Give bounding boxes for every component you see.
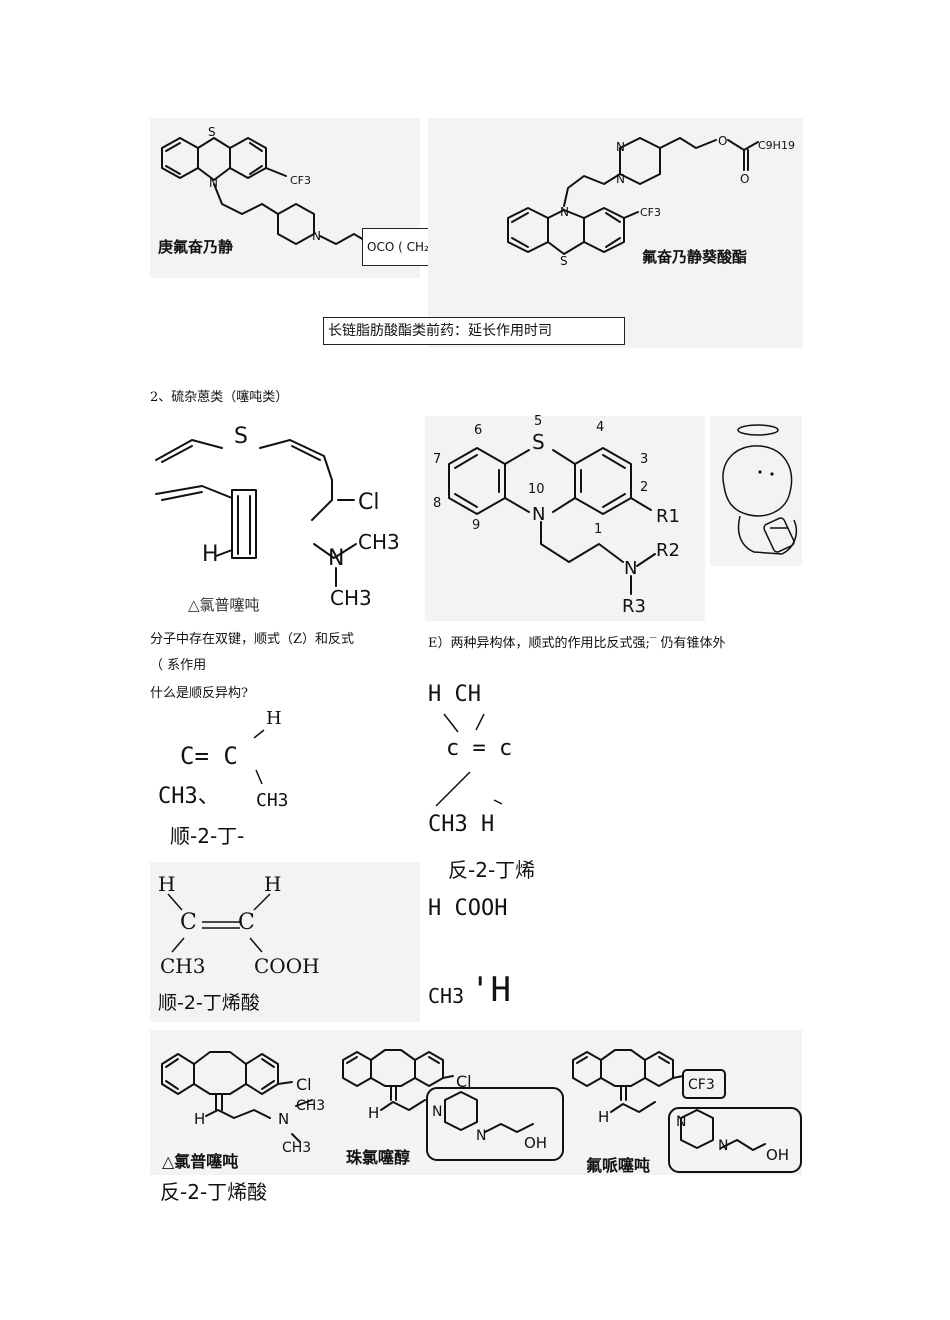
trans-butene-label: 反-2-丁烯 [448, 858, 536, 882]
fluphenazine-enanthate-cf3: CF3 [290, 174, 312, 187]
fluphenazine-enanthate-s: S [208, 125, 216, 139]
zuclopenthixol-name: 珠氯噻醇 [346, 1148, 411, 1167]
phenothiazine-num-2: 2 [640, 480, 649, 495]
zuclopenthixol-n1: N [432, 1104, 443, 1120]
fluphenazine-decanoate-cf3: CF3 [640, 206, 662, 219]
phenothiazine-num-9: 9 [472, 518, 481, 533]
isomer-description-left: 分子中存在双键，顺式（Z）和反式 [150, 632, 355, 647]
phenothiazine-r1: R1 [656, 506, 680, 527]
isomer-description-right: E）两种异构体，顺式的作用比反式强;‾ 仍有锥体外 [428, 636, 726, 651]
chlorprothixene-caption: △氯普噻吨 [188, 596, 260, 614]
chlorprothixene-h: H [202, 542, 219, 567]
zuclopenthixol-n2: N [476, 1128, 487, 1144]
phenothiazine-num-1: 1 [594, 522, 603, 537]
phenothiazine-core-structure [448, 447, 656, 595]
cis-butene-ch3-right: CH3 [256, 790, 289, 811]
cis-butene-label: 顺-2-丁- [170, 824, 245, 848]
cis-butene-h: H [266, 708, 282, 729]
phenothiazine-n2: N [624, 558, 638, 579]
trans-acid-top: H COOH [428, 896, 508, 921]
flupentixol-oh: OH [766, 1146, 790, 1164]
chlorprothixene-structure [161, 1051, 313, 1143]
chlorprothixene-s: S [234, 424, 248, 449]
prodrug-note-box: 长链脂肪酸酯类前药：延长作用时司 [323, 317, 625, 345]
phenothiazine-num-4: 4 [596, 420, 605, 435]
isomer-question: 什么是顺反异构? [150, 686, 248, 701]
chlorprothixene-bottom-name: △氯普噻吨 [162, 1152, 239, 1171]
flupentixol-structure [572, 1049, 802, 1173]
phenothiazine-num-6: 6 [474, 423, 483, 438]
trans-acid-ch3: CH3 [428, 984, 465, 1008]
chlorprothixene-fragment [155, 439, 357, 587]
trans-butene-bonds [435, 713, 503, 807]
phenothiazine-s: S [532, 430, 545, 454]
trans-butene-bottom: CH3 H [428, 812, 495, 837]
trans-butene-cc: c = c [446, 736, 513, 761]
fluphenazine-decanoate-n3: N [560, 205, 569, 219]
cis-acid-label: 顺-2-丁烯酸 [158, 992, 260, 1014]
chlorprothixene-bottom-ch3a: CH3 [296, 1098, 326, 1114]
fluphenazine-enanthate-structure [161, 137, 365, 245]
fluphenazine-decanoate-n2: N [616, 172, 625, 186]
cis-acid-h1: H [158, 872, 176, 896]
chlorprothixene-cl: Cl [358, 490, 380, 515]
phenothiazine-num-8: 8 [433, 496, 442, 511]
phenothiazine-r3: R3 [622, 596, 646, 617]
fluphenazine-enanthate-n: N [209, 176, 218, 190]
chlorprothixene-bottom-ch3b: CH3 [282, 1140, 312, 1156]
chlorprothixene-ch3-a: CH3 [358, 530, 400, 554]
fluphenazine-decanoate-figure [428, 118, 803, 348]
chlorprothixene-ch3-b: CH3 [330, 586, 372, 610]
phenothiazine-num-3: 3 [640, 452, 649, 467]
fluphenazine-decanoate-o2: O [740, 172, 750, 186]
fluphenazine-decanoate-name: 氟奋乃静葵酸酯 [642, 248, 748, 266]
chlorprothixene-bottom-cl: Cl [296, 1075, 312, 1094]
trans-acid-h: 'H [470, 970, 511, 1010]
fluphenazine-decanoate-s: S [560, 254, 568, 268]
flupentixol-name: 氟哌噻吨 [586, 1156, 651, 1175]
phenothiazine-n: N [532, 504, 546, 525]
isomer-description-left-2: （ 系作用 [150, 658, 207, 673]
phenothiazine-num-5: 5 [534, 414, 543, 429]
flupentixol-cf3: CF3 [688, 1077, 715, 1093]
phenothiazine-r2: R2 [656, 540, 680, 561]
cis-butene-bonds [253, 729, 265, 785]
trans-butene-top: H CH [428, 682, 481, 707]
cis-acid-c1: C [180, 910, 197, 935]
cis-acid-h2: H [264, 872, 282, 896]
chlorprothixene-n: N [328, 546, 345, 571]
flupentixol-n2: N [718, 1138, 729, 1154]
cis-acid-ch3: CH3 [160, 954, 206, 978]
zuclopenthixol-cl: Cl [456, 1072, 472, 1091]
zuclopenthixol-structure [342, 1049, 564, 1161]
fluphenazine-decanoate-structure [507, 137, 759, 255]
phenothiazine-num-7: 7 [433, 452, 442, 467]
trans-acid-label: 反-2-丁烯酸 [160, 1180, 268, 1204]
flupentixol-n1: N [676, 1114, 687, 1130]
baby-cartoon-illustration [722, 424, 798, 555]
cis-acid-figure [150, 862, 420, 1022]
zuclopenthixol-oh: OH [524, 1134, 548, 1152]
fluphenazine-decanoate-n1: N [616, 140, 625, 154]
phenothiazine-num-10: 10 [528, 482, 545, 497]
cis-acid-c2: C [238, 910, 255, 935]
fluphenazine-decanoate-chain: C9H19 [758, 139, 795, 152]
fluphenazine-enanthate-n2: N [312, 229, 321, 243]
cis-butene-cc: C= C [180, 742, 238, 770]
chlorprothixene-bottom-h: H [194, 1110, 206, 1128]
cis-acid-bonds [167, 893, 271, 953]
fluphenazine-enanthate-name: 庚氟奋乃静 [158, 238, 234, 256]
cis-acid-cooh: COOH [254, 954, 320, 978]
cis-butene-ch3-left: CH3、 [158, 784, 220, 809]
chlorprothixene-bottom-n: N [278, 1110, 290, 1128]
section-heading: 2、硫杂蒽类（噻吨类） [150, 390, 289, 405]
flupentixol-h: H [598, 1108, 610, 1126]
zuclopenthixol-h: H [368, 1104, 380, 1122]
fluphenazine-decanoate-o: O [718, 134, 728, 148]
